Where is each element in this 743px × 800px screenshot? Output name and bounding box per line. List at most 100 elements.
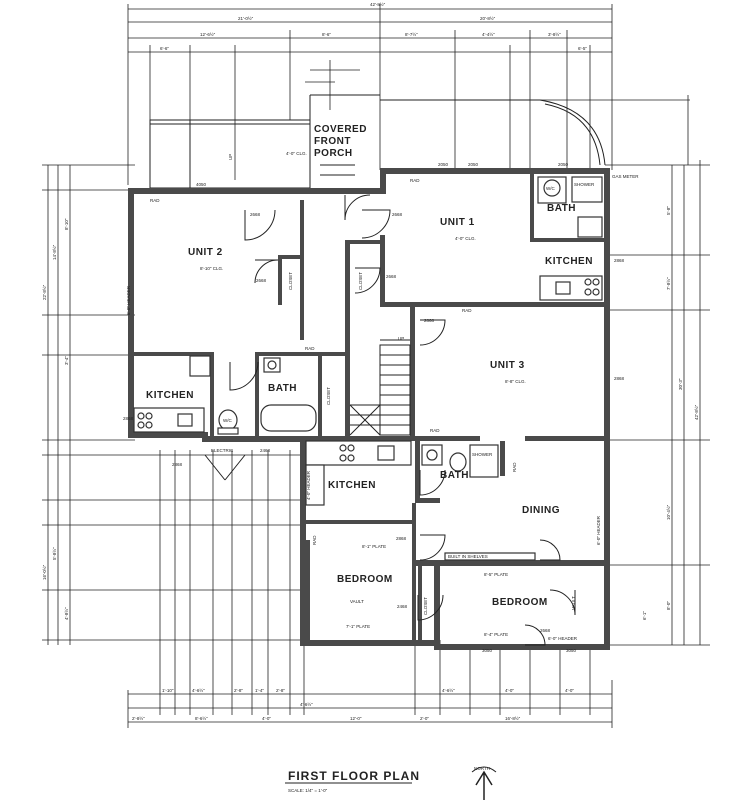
closet-2: CLOSET xyxy=(358,272,363,290)
room-bedroom-1: BEDROOM xyxy=(337,574,393,585)
rad-5: RAD xyxy=(462,308,472,313)
porch-ceiling: 4'-0" CLG. xyxy=(286,151,307,156)
door-tag: 2868 xyxy=(424,318,435,323)
door-tag: 4050 xyxy=(196,182,207,187)
dim-top-f: 6'-6" xyxy=(160,46,169,51)
door-swings xyxy=(204,194,576,646)
dim-left-e: 16'-0½" xyxy=(41,564,47,580)
dim-right-c: 7'-8½" xyxy=(665,277,671,290)
gas-meter: GAS METER xyxy=(612,174,639,179)
room-dining: DINING xyxy=(522,505,560,516)
door-tag: 2668 xyxy=(540,628,551,633)
door-tag: 2668 xyxy=(386,274,397,279)
door-tags: 4050 2050 2050 2050 2668 2668 2668 2668 … xyxy=(123,162,625,653)
dim-bottom-c: 4'-0" xyxy=(262,716,271,721)
stairs xyxy=(349,339,411,436)
dim-bottom-g: 1'-10" xyxy=(162,688,174,693)
wc-unit2: W/C xyxy=(223,418,232,423)
plate-1: 8'-1" PLATE xyxy=(362,544,386,549)
dim-left-c: 8'-10" xyxy=(64,218,69,230)
ceiling-unit1: 4'-0" CLG. xyxy=(455,236,476,241)
drawing-scale: SCALE: 1/4" = 1'-0" xyxy=(288,788,328,793)
door-tag: 2668 xyxy=(392,212,403,217)
built-in-shelves: BUILT IN SHELVES xyxy=(448,554,488,559)
room-bath-unit1: BATH xyxy=(547,203,576,214)
dim-left-a: 14'-8½" xyxy=(51,244,57,260)
north-label: NORTH xyxy=(474,766,490,771)
plate-2: 7'-1" PLATE xyxy=(346,624,370,629)
shower-unit3: SHOWER xyxy=(472,452,493,457)
porch-up-arrow: UP xyxy=(228,154,233,160)
dim-top-c: 8'-7½" xyxy=(405,31,418,37)
dim-top-left: 21'-0½" xyxy=(238,15,254,21)
rad-4: RAD xyxy=(430,428,440,433)
door-tag: 2468 xyxy=(260,448,271,453)
wc-unit1: W/C xyxy=(546,186,555,191)
dim-bottom-i: 2'-8" xyxy=(234,688,243,693)
dim-left-b: 22'-8½" xyxy=(41,284,47,300)
door-tag: 2868 xyxy=(614,376,625,381)
dim-bottom-j: 1'-4" xyxy=(255,688,264,693)
ceiling-unit3: 8'-8" CLG. xyxy=(505,379,526,384)
rad-1: RAD xyxy=(150,198,160,203)
dim-bottom-o: 4'-6½" xyxy=(300,701,313,707)
room-bedroom-2: BEDROOM xyxy=(492,597,548,608)
header-1: 6'-0" HEADER xyxy=(126,285,131,315)
rad-3: RAD xyxy=(305,346,315,351)
dim-bottom-f: 16'-8½" xyxy=(505,715,521,721)
title-block: FIRST FLOOR PLAN SCALE: 1/4" = 1'-0" NOR… xyxy=(285,766,497,800)
dim-left-g: 4'-8½" xyxy=(63,607,69,620)
exterior-walls xyxy=(128,168,610,650)
drawing-title: FIRST FLOOR PLAN xyxy=(288,769,420,783)
door-tag: 2468 xyxy=(397,604,408,609)
dim-right-d: 10'-4½" xyxy=(665,504,671,520)
door-tag: 3050 xyxy=(482,648,493,653)
room-unit-2: UNIT 2 xyxy=(188,247,223,258)
dim-right-e: 8'-0" xyxy=(666,601,671,610)
dim-bottom-k: 2'-8" xyxy=(276,688,285,693)
north-arrow-icon: NORTH xyxy=(471,766,497,800)
covered-front-porch: COVERED FRONT PORCH 4'-0" CLG. UP xyxy=(149,94,606,189)
header-4: 6'-0" HEADER xyxy=(548,636,578,641)
door-tag: 2868 xyxy=(123,416,134,421)
dim-top-b: 8'-6" xyxy=(322,32,331,37)
dim-top-e: 3'-8½" xyxy=(548,31,561,37)
ceiling-unit2: 8'-10" CLG. xyxy=(200,266,223,271)
dim-bottom-b: 8'-6½" xyxy=(195,715,208,721)
door-tag: 2868 xyxy=(614,258,625,263)
interior-walls xyxy=(134,174,610,645)
bottom-dimension-strings: 1'-10" 4'-6½" 2'-8" 1'-4" 2'-8" 4'-6½" 4… xyxy=(127,450,613,728)
dim-left-d: 3'-4" xyxy=(64,356,69,365)
door-tag: 2668 xyxy=(250,212,261,217)
dim-bottom-l: 4'-6½" xyxy=(442,687,455,693)
dim-bottom-a: 2'-8½" xyxy=(132,715,145,721)
vault-2: VAULT xyxy=(571,596,576,610)
porch-label-3: PORCH xyxy=(314,148,353,159)
door-tag: 2868 xyxy=(172,462,183,467)
door-tag: 2050 xyxy=(468,162,479,167)
room-bath-unit3: BATH xyxy=(440,470,469,481)
closet-1: CLOSET xyxy=(288,272,293,290)
dim-right-b: 5'-8" xyxy=(666,206,671,215)
door-tag: 2050 xyxy=(438,162,449,167)
rad-7: RAD xyxy=(512,462,517,472)
porch-label-2: FRONT xyxy=(314,136,351,147)
room-unit-1: UNIT 1 xyxy=(440,217,475,228)
electric-label: ELECTRIC xyxy=(211,448,234,453)
dim-right-f: 6'-1" xyxy=(642,611,647,620)
rad-2: RAD xyxy=(410,178,420,183)
door-tag: 3050 xyxy=(566,648,577,653)
dim-top-g: 6'-5" xyxy=(578,46,587,51)
dim-top-d: 4'-4½" xyxy=(482,31,495,37)
header-3: 6'-0" HEADER xyxy=(596,515,601,545)
door-tag: 2668 xyxy=(256,278,267,283)
dim-top-right: 20'-8½" xyxy=(480,15,496,21)
top-dimension-strings: 42'-8½" 21'-0½" 20'-8½" 12'-6½" 8'-6" 8'… xyxy=(127,1,690,185)
dim-bottom-n: 4'-0" xyxy=(565,688,574,693)
dim-bottom-d: 12'-0" xyxy=(350,716,362,721)
room-kitchen-unit1: KITCHEN xyxy=(545,256,593,267)
dim-top-a: 12'-6½" xyxy=(200,31,216,37)
closet-3: CLOSET xyxy=(326,387,331,405)
dim-left-f: 5'-8½" xyxy=(51,547,57,560)
